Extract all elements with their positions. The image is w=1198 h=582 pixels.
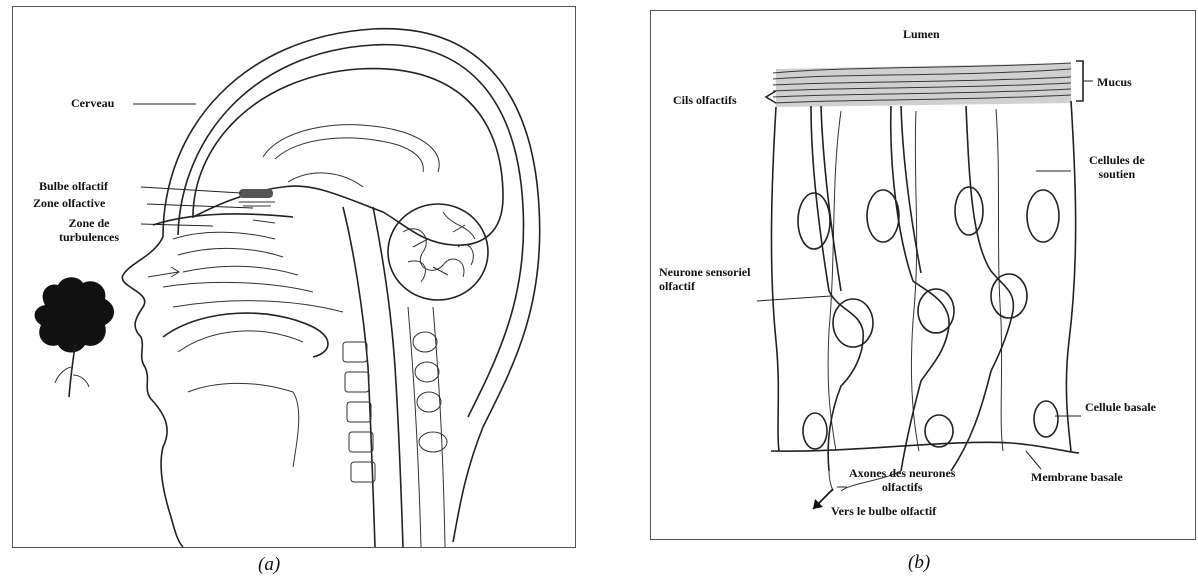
basal-cells xyxy=(803,401,1058,449)
head-sagittal-illustration xyxy=(13,7,575,547)
caption-b: (b) xyxy=(908,552,930,574)
olfactory-bulb-shape xyxy=(239,189,275,206)
label-to-bulb: Vers le bulbe olfactif xyxy=(831,504,936,518)
label-brain: Cerveau xyxy=(71,96,114,110)
label-basal-cell: Cellule basale xyxy=(1085,400,1156,414)
support-cells xyxy=(771,101,1075,451)
label-olfactory-bulb: Bulbe olfactif xyxy=(39,179,108,193)
caption-a: (a) xyxy=(258,554,280,576)
label-olfactory-zone: Zone olfactive xyxy=(33,196,105,210)
mucus-layer xyxy=(773,63,1071,107)
vertebrae xyxy=(343,332,447,482)
label-mucus: Mucus xyxy=(1097,75,1132,89)
label-support-cells: Cellules de soutien xyxy=(1089,153,1145,181)
label-turbulence-zone: Zone de turbulences xyxy=(59,216,119,244)
label-olfactory-cilia: Cils olfactifs xyxy=(673,93,737,107)
label-basal-membrane: Membrane basale xyxy=(1031,470,1123,484)
panel-b-epithelium-section: Lumen Cils olfactifs Mucus Cellules de s… xyxy=(650,10,1196,540)
label-sensory-neuron: Neurone sensoriel olfactif xyxy=(659,265,750,293)
label-axons: Axones des neurones olfactifs xyxy=(849,466,955,494)
support-cell-nuclei xyxy=(798,187,1059,249)
sensory-neurons xyxy=(811,106,1027,471)
arrow-to-bulb-icon xyxy=(813,489,833,509)
flower-icon xyxy=(35,277,114,397)
nasal-turbinates xyxy=(153,214,343,312)
label-lumen: Lumen xyxy=(903,27,940,41)
cerebellum xyxy=(388,204,488,300)
basal-membrane xyxy=(771,442,1079,453)
panel-a-head-section: Cerveau Bulbe olfactif Zone olfactive Zo… xyxy=(12,6,576,548)
